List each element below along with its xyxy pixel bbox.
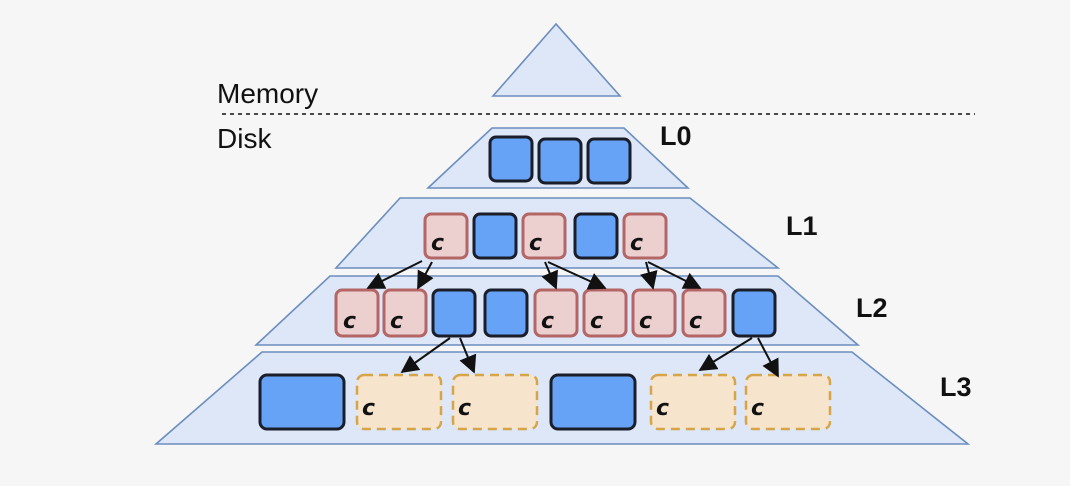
- level-3-blocks: c c c c: [258, 373, 832, 431]
- level-0-blocks: [488, 135, 632, 185]
- sstable-block: [537, 137, 583, 185]
- compaction-mark: c: [751, 396, 764, 421]
- sstable-block: [483, 288, 529, 338]
- compacting-block: [631, 288, 677, 338]
- compaction-mark: c: [390, 309, 403, 334]
- level-0-label: L0: [660, 121, 692, 151]
- disk-label: Disk: [217, 123, 272, 154]
- compaction-arrow: [400, 337, 451, 374]
- sstable-block: [431, 288, 477, 338]
- compaction-arrow: [647, 261, 702, 289]
- memory-label: Memory: [217, 78, 319, 109]
- level-2-label: L2: [856, 293, 888, 323]
- compacting-block: [533, 288, 579, 338]
- compaction-arrow: [366, 260, 423, 289]
- compacting-block: [582, 288, 628, 338]
- compaction-arrows-l1-l2: [366, 260, 702, 290]
- compacting-block: [382, 288, 428, 338]
- sstable-block: [731, 288, 777, 338]
- level-1-blocks: c c c: [423, 212, 668, 260]
- compaction-arrow: [459, 337, 477, 374]
- sstable-block: [472, 212, 518, 260]
- compaction-arrow: [757, 337, 779, 378]
- level-1-label: L1: [786, 211, 818, 241]
- sstable-block: [586, 137, 632, 185]
- compaction-mark: c: [362, 396, 375, 421]
- compaction-arrow: [541, 261, 558, 290]
- compaction-mark: c: [639, 309, 652, 334]
- memtable-triangle: [491, 22, 622, 97]
- new-block: [744, 373, 832, 431]
- compaction-mark: c: [343, 309, 356, 334]
- compaction-arrow: [640, 261, 658, 290]
- compacting-block: [681, 288, 727, 338]
- compaction-mark: c: [529, 231, 542, 256]
- new-block: [451, 373, 539, 431]
- sstable-block: [549, 373, 637, 431]
- level-3-label: L3: [940, 372, 972, 402]
- new-block: [355, 373, 443, 431]
- compacting-block: [334, 288, 380, 338]
- compacting-block: [622, 212, 668, 260]
- compaction-mark: c: [458, 396, 471, 421]
- compaction-mark: c: [431, 231, 444, 256]
- compacting-block: [521, 212, 567, 260]
- compacting-block: [423, 212, 469, 260]
- compaction-mark: c: [689, 309, 702, 334]
- compaction-mark: c: [590, 309, 603, 334]
- compaction-arrow: [417, 261, 434, 290]
- compaction-mark: c: [630, 231, 643, 256]
- compaction-mark: c: [656, 396, 669, 421]
- compaction-mark: c: [541, 309, 554, 334]
- compaction-arrows-l2-l3: [400, 337, 779, 378]
- level-2-blocks: c c c c c c: [334, 288, 777, 338]
- sstable-block: [258, 373, 346, 431]
- compaction-arrow: [698, 337, 753, 371]
- compaction-arrow: [547, 261, 607, 290]
- new-block: [649, 373, 737, 431]
- sstable-block: [488, 135, 534, 183]
- sstable-block: [573, 212, 619, 260]
